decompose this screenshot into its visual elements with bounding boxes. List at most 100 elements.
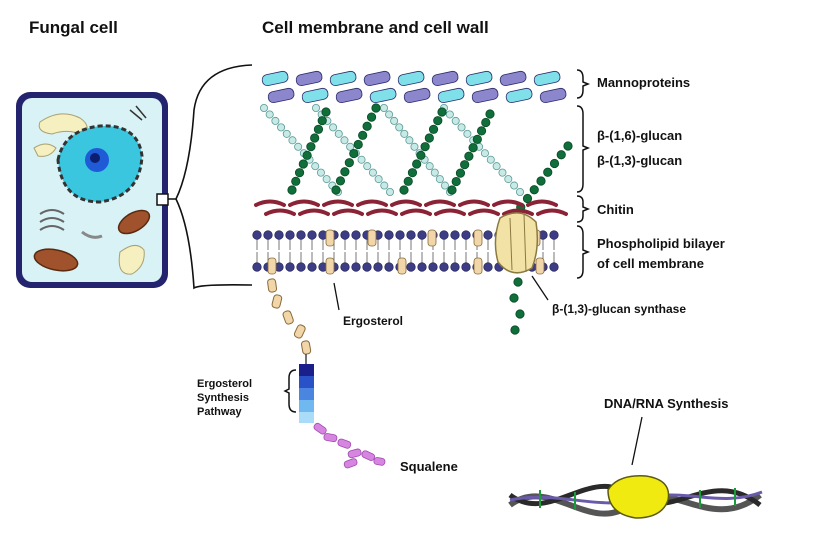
chitin-fiber (366, 208, 398, 216)
beta16-glucan-bead (480, 149, 489, 158)
beta16-glucan-bead (340, 136, 349, 145)
pathway-step-2 (299, 376, 314, 388)
chitin-fiber (536, 208, 568, 216)
phospholipid-head (483, 262, 493, 272)
beta13-glucan-bead (321, 107, 331, 117)
ergosterol-molecule (367, 229, 377, 247)
bracket-mannoproteins (576, 69, 591, 99)
label-beta13-glucan: β-(1,3)-glucan (597, 153, 683, 168)
synthase-pointer (531, 275, 549, 301)
label-dna-rna-synthesis: DNA/RNA Synthesis (604, 396, 729, 411)
beta13-glucan-bead (472, 134, 482, 144)
beta16-glucan-bead (510, 181, 519, 190)
chitin-fiber (356, 199, 388, 207)
beta13-glucan-bead (371, 103, 381, 113)
beta16-glucan-bead (405, 136, 414, 145)
phospholipid-head (483, 230, 493, 240)
phospholipid-head (428, 262, 438, 272)
zoom-box (156, 193, 169, 206)
beta13-glucan-bead (563, 141, 573, 151)
phospholipid-head (296, 230, 306, 240)
beta13-glucan-bead (349, 148, 359, 159)
beta16-glucan-bead (368, 168, 377, 177)
chitin-fiber (288, 199, 320, 207)
beta16-glucan-bead (435, 175, 444, 184)
phospholipid-head (384, 262, 394, 272)
label-chitin: Chitin (597, 202, 634, 217)
phospholipid-head (439, 230, 449, 240)
mannoprotein (335, 87, 363, 104)
phospholipid-head (395, 230, 405, 240)
phospholipid-head (450, 262, 460, 272)
beta16-glucan-bead (311, 162, 320, 171)
beta13-glucan-bead (420, 142, 430, 152)
beta16-glucan-bead (395, 123, 404, 132)
ergosterol-molecule (325, 257, 335, 275)
mannoprotein (295, 70, 323, 87)
chitin-fiber (322, 199, 354, 207)
phospholipid-head (373, 262, 383, 272)
pathway-bracket (283, 369, 297, 413)
phospholipid-head (549, 262, 559, 272)
beta16-glucan-bead (516, 187, 525, 196)
beta13-glucan-bead (407, 168, 418, 178)
mannoprotein (403, 87, 431, 104)
beta13-glucan-bead (412, 159, 422, 169)
ergosterol-pointer (333, 282, 340, 311)
beta16-glucan-bead (334, 129, 343, 138)
pathway-step-1 (299, 364, 314, 376)
beta13-glucan-bead (543, 167, 553, 177)
vesicle-small (81, 230, 103, 239)
pathway-step-4 (299, 400, 314, 412)
ergosterol-molecule (325, 229, 335, 247)
phospholipid-head (296, 262, 306, 272)
beta16-glucan-bead (288, 136, 297, 145)
beta16-glucan-bead (451, 116, 460, 125)
chitin-fiber (492, 199, 524, 207)
zoom-bracket (175, 64, 253, 290)
beta16-glucan-bead (277, 123, 286, 132)
beta13-glucan-bead (513, 277, 523, 287)
phospholipid-head (307, 262, 317, 272)
nucleolus-core (90, 153, 100, 163)
chitin-fiber (526, 199, 558, 207)
beta16-glucan-bead (265, 110, 274, 119)
label-bilayer-line1: Phospholipid bilayer (597, 236, 725, 251)
phospholipid-head (384, 230, 394, 240)
beta16-glucan-bead (374, 175, 383, 184)
cell-wall-layers (252, 70, 573, 335)
beta16-glucan-bead (400, 129, 409, 138)
mannoprotein (261, 70, 289, 87)
chitin-fiber (332, 208, 364, 216)
title-membrane-wall: Cell membrane and cell wall (262, 18, 489, 37)
phospholipid-head (263, 230, 273, 240)
beta13-glucan-bead (313, 124, 324, 134)
beta13-glucan-bead (317, 116, 327, 126)
label-bilayer-line2: of cell membrane (597, 256, 704, 271)
beta13-glucan-bead (358, 130, 368, 140)
beta13-glucan-bead (310, 133, 320, 143)
phospholipid-head (340, 230, 350, 240)
beta16-glucan-bead (390, 116, 399, 125)
beta13-glucan-bead (366, 112, 377, 122)
beta13-glucan-bead (433, 116, 443, 126)
mannoprotein (465, 70, 493, 87)
pathway-step-3 (299, 388, 314, 400)
dna-helix (508, 416, 763, 519)
phospholipid-head (461, 262, 471, 272)
beta16-glucan-bead (316, 168, 325, 177)
beta16-glucan-bead (322, 175, 331, 184)
mannoprotein (505, 87, 533, 104)
mannoprotein (369, 87, 397, 104)
beta13-glucan-bead (455, 168, 466, 178)
ergosterol-molecule (397, 257, 407, 275)
label-mannoproteins: Mannoproteins (597, 75, 691, 90)
beta13-glucan-bead (460, 160, 470, 170)
glucan-synthase (494, 212, 549, 301)
mannoprotein (471, 87, 499, 104)
phospholipid-head (340, 262, 350, 272)
ergosterol-molecule (473, 257, 483, 275)
beta16-glucan-bead (410, 142, 419, 151)
beta13-glucan-bead (294, 168, 305, 178)
